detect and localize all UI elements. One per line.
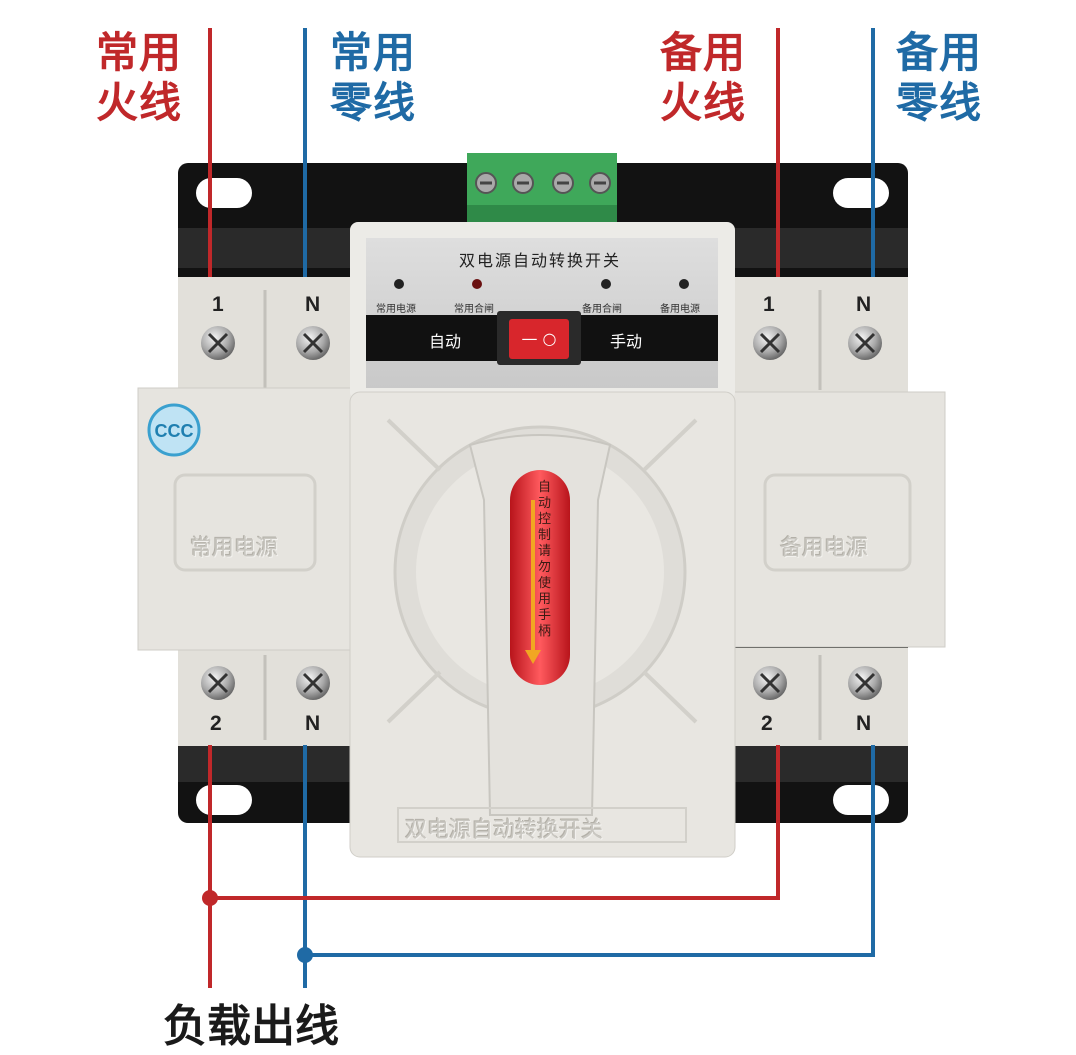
label-line-1: 备用: [660, 28, 747, 77]
mode-auto-label: 自动: [429, 332, 462, 351]
indicator-backup-power: 备用电源: [660, 304, 700, 315]
base-emboss: 双电源自动转换开关: [405, 818, 604, 843]
mode-manual-label: 手动: [610, 332, 643, 351]
backup-live-to-load: [210, 745, 780, 900]
center-housing: [349, 222, 736, 858]
wiring: [202, 28, 875, 988]
backup-neutral-to-load: [305, 745, 875, 957]
neutral-junction: [297, 947, 313, 963]
terminal-bottom-left-live: 2: [210, 712, 222, 735]
terminal-top-left-live: 1: [212, 293, 224, 316]
terminal-top-left-neutral: N: [305, 293, 321, 316]
mount-hole: [833, 178, 889, 208]
label-line-1: 常用: [96, 28, 183, 77]
label-line-2: 零线: [896, 78, 983, 127]
left-module-emboss: 常用电源: [190, 536, 279, 561]
terminal-screws: [201, 326, 882, 700]
rotary-handle-grip[interactable]: [484, 430, 598, 815]
mode-rocker-switch[interactable]: — ○: [521, 329, 557, 348]
indicator-normal-power: 常用电源: [376, 304, 416, 315]
normal-breaker-module: CCC: [137, 277, 354, 746]
label-line-1: 备用: [896, 28, 983, 77]
control-terminal-block: [467, 153, 617, 223]
right-module-emboss: 备用电源: [780, 536, 869, 561]
live-junction: [202, 890, 218, 906]
handle-warning-window: [510, 470, 570, 685]
terminal-bottom-right-live: 2: [761, 712, 773, 735]
terminal-bottom-left-neutral: N: [305, 712, 321, 735]
indicator-backup-closed: 备用合闸: [582, 304, 622, 315]
normal-neutral-label: 常用 零线: [330, 28, 416, 128]
label-line-1: 常用: [330, 28, 417, 77]
normal-live-label: 常用 火线: [96, 28, 182, 128]
panel-title: 双电源自动转换开关: [458, 251, 621, 270]
backup-neutral-label: 备用 零线: [896, 28, 982, 128]
mount-hole: [833, 785, 889, 815]
mount-hole: [196, 785, 252, 815]
label-line-2: 火线: [96, 78, 183, 127]
terminal-bottom-right-neutral: N: [856, 712, 872, 735]
handle-warning-text: 自动控制请勿使用手柄: [538, 480, 552, 639]
terminal-top-right-neutral: N: [856, 293, 872, 316]
ccc-mark: [147, 403, 201, 457]
label-line-2: 零线: [330, 78, 417, 127]
load-output-label: 负载出线: [163, 1001, 339, 1052]
terminal-top-right-live: 1: [763, 293, 775, 316]
label-line-2: 火线: [660, 78, 747, 127]
svg-text:CCC: CCC: [155, 421, 194, 441]
indicator-normal-closed: 常用合闸: [454, 304, 494, 315]
mount-hole: [196, 178, 252, 208]
backup-live-label: 备用 火线: [660, 28, 746, 128]
